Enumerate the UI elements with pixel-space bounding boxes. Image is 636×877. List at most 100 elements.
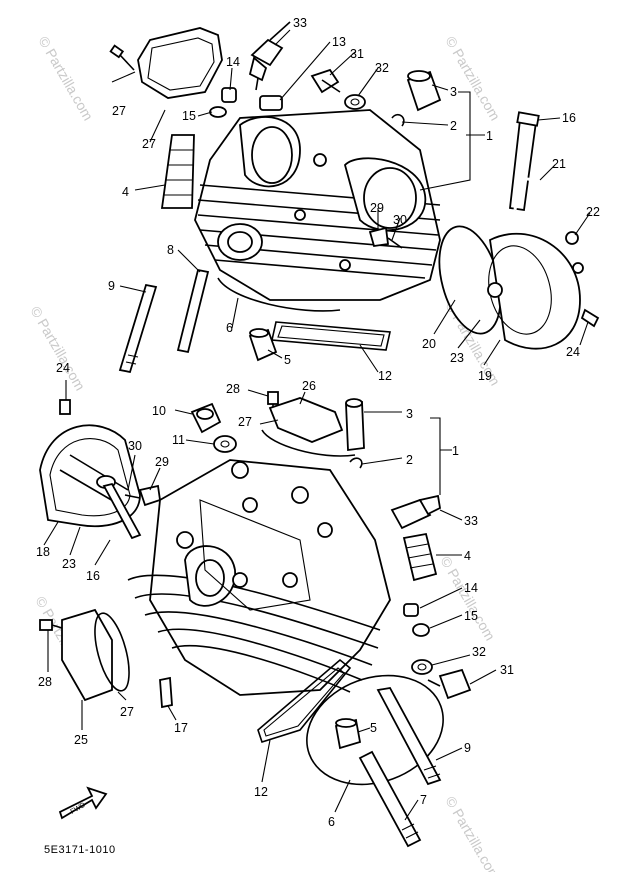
watermark-3: © Partzilla.com — [27, 304, 88, 394]
washer-15-bottom — [412, 623, 430, 637]
callout-16-bottom: 16 — [86, 569, 100, 583]
cover-25 — [61, 608, 113, 702]
cylinder-head-top — [194, 109, 441, 301]
callout-4-top: 4 — [122, 185, 129, 199]
callout-15-bottom: 15 — [464, 609, 478, 623]
stud-7 — [358, 750, 422, 848]
bolt-16-top — [509, 111, 540, 212]
callout-33-bottom: 33 — [464, 514, 478, 528]
callout-3-bottom: 3 — [406, 407, 413, 421]
cap-nut-10 — [190, 402, 222, 434]
leader-lines — [43, 29, 591, 821]
callout-25: 25 — [74, 733, 88, 747]
head-cover-27 — [137, 27, 223, 99]
gasket-12-top — [271, 321, 391, 351]
callout-11: 11 — [172, 433, 185, 447]
callout-28-bottom-a: 28 — [226, 382, 240, 396]
bolt-24-top — [580, 308, 600, 328]
callout-20: 20 — [422, 337, 436, 351]
callout-15-top: 15 — [182, 109, 196, 123]
callout-21: 21 — [552, 157, 566, 171]
callout-14-bottom: 14 — [464, 581, 478, 595]
callout-22: 22 — [586, 205, 600, 219]
callout-5-bottom: 5 — [370, 721, 377, 735]
bolt-24-bottom — [59, 399, 71, 415]
cap-nut-14 — [221, 87, 237, 103]
callout-27-top-b: 27 — [142, 137, 156, 151]
stud-9-top — [118, 283, 158, 374]
callout-3-top: 3 — [450, 85, 457, 99]
callout-23-top: 23 — [450, 351, 464, 365]
callout-27-bottom-b: 27 — [120, 705, 134, 719]
callout-12-bottom: 12 — [254, 785, 268, 799]
callout-23-bottom: 23 — [62, 557, 76, 571]
washer-11 — [213, 435, 237, 453]
callouts-bottom: 24 28 26 10 27 3 1 11 2 30 29 33 18 23 1… — [36, 361, 514, 829]
cover-26 — [268, 397, 344, 443]
stud-9-bottom — [376, 687, 442, 786]
dowel-5-top — [248, 328, 278, 362]
callout-30-top: 30 — [393, 213, 407, 227]
nut-13 — [259, 95, 283, 111]
callout-1-bottom: 1 — [452, 444, 459, 458]
callout-2-bottom: 2 — [406, 453, 413, 467]
callout-1-top: 1 — [486, 129, 493, 143]
callout-31-bottom: 31 — [500, 663, 514, 677]
watermark-7: © Partzilla.com — [442, 794, 503, 873]
callout-13: 13 — [332, 35, 346, 49]
cap-nut-14-bottom — [403, 603, 419, 617]
callout-33-top: 33 — [293, 16, 307, 30]
callout-29-bottom: 29 — [155, 455, 169, 469]
callout-10: 10 — [152, 404, 166, 418]
callout-18: 18 — [36, 545, 50, 559]
callout-27-top-a: 27 — [112, 104, 126, 118]
stud-17 — [159, 676, 173, 709]
gasket-27-bottom-top — [261, 429, 356, 457]
top-assembly — [109, 21, 600, 374]
callout-6-bottom: 6 — [328, 815, 335, 829]
callout-12-top: 12 — [378, 369, 392, 383]
bolt-31-top — [310, 68, 341, 94]
pipe-4-bottom — [402, 532, 438, 582]
bolt-30-top — [387, 237, 403, 249]
gasket-27-left — [94, 612, 130, 692]
watermark-2: © Partzilla.com — [442, 34, 503, 124]
guide-3-bottom — [345, 398, 365, 452]
watermark-5: © Partzilla.com — [437, 554, 498, 644]
fwd-arrow-icon: FWD — [58, 786, 108, 820]
callout-31-top: 31 — [350, 47, 364, 61]
washer-32-bottom — [411, 659, 433, 675]
fwd-label: FWD — [70, 802, 87, 816]
cylinder-head-bottom — [127, 459, 391, 696]
side-cover-19 — [438, 225, 584, 350]
spark-plug-33-bottom — [390, 494, 441, 530]
clip-2-bottom — [349, 457, 363, 469]
callout-19: 19 — [478, 369, 492, 383]
callout-29-top: 29 — [370, 201, 384, 215]
callout-9-top: 9 — [108, 279, 115, 293]
guide-3-top — [406, 70, 442, 112]
callout-27-bottom-a: 27 — [238, 415, 252, 429]
hose-21 — [513, 176, 570, 241]
callout-32-top: 32 — [375, 61, 389, 75]
callout-2-top: 2 — [450, 119, 457, 133]
diagram-code: 5E3171-1010 — [44, 844, 116, 856]
watermark-1: © Partzilla.com — [35, 34, 96, 124]
washer-32-top — [344, 94, 366, 110]
callout-4-bottom: 4 — [464, 549, 471, 563]
callout-5-top: 5 — [284, 353, 291, 367]
callout-24-top: 24 — [566, 345, 580, 359]
callout-14-top: 14 — [226, 55, 240, 69]
bolt-30-bottom — [124, 494, 141, 499]
bottom-assembly: FWD 5E3171-1010 — [39, 391, 472, 856]
gasket-6-top — [217, 277, 341, 312]
callout-8: 8 — [167, 243, 174, 257]
callout-32-bottom: 32 — [472, 645, 486, 659]
callout-24-bottom: 24 — [56, 361, 70, 375]
callout-9-bottom: 9 — [464, 741, 471, 755]
callout-17: 17 — [174, 721, 188, 735]
dowel-5-bottom — [334, 718, 362, 750]
spark-plug-33-top — [248, 21, 291, 91]
